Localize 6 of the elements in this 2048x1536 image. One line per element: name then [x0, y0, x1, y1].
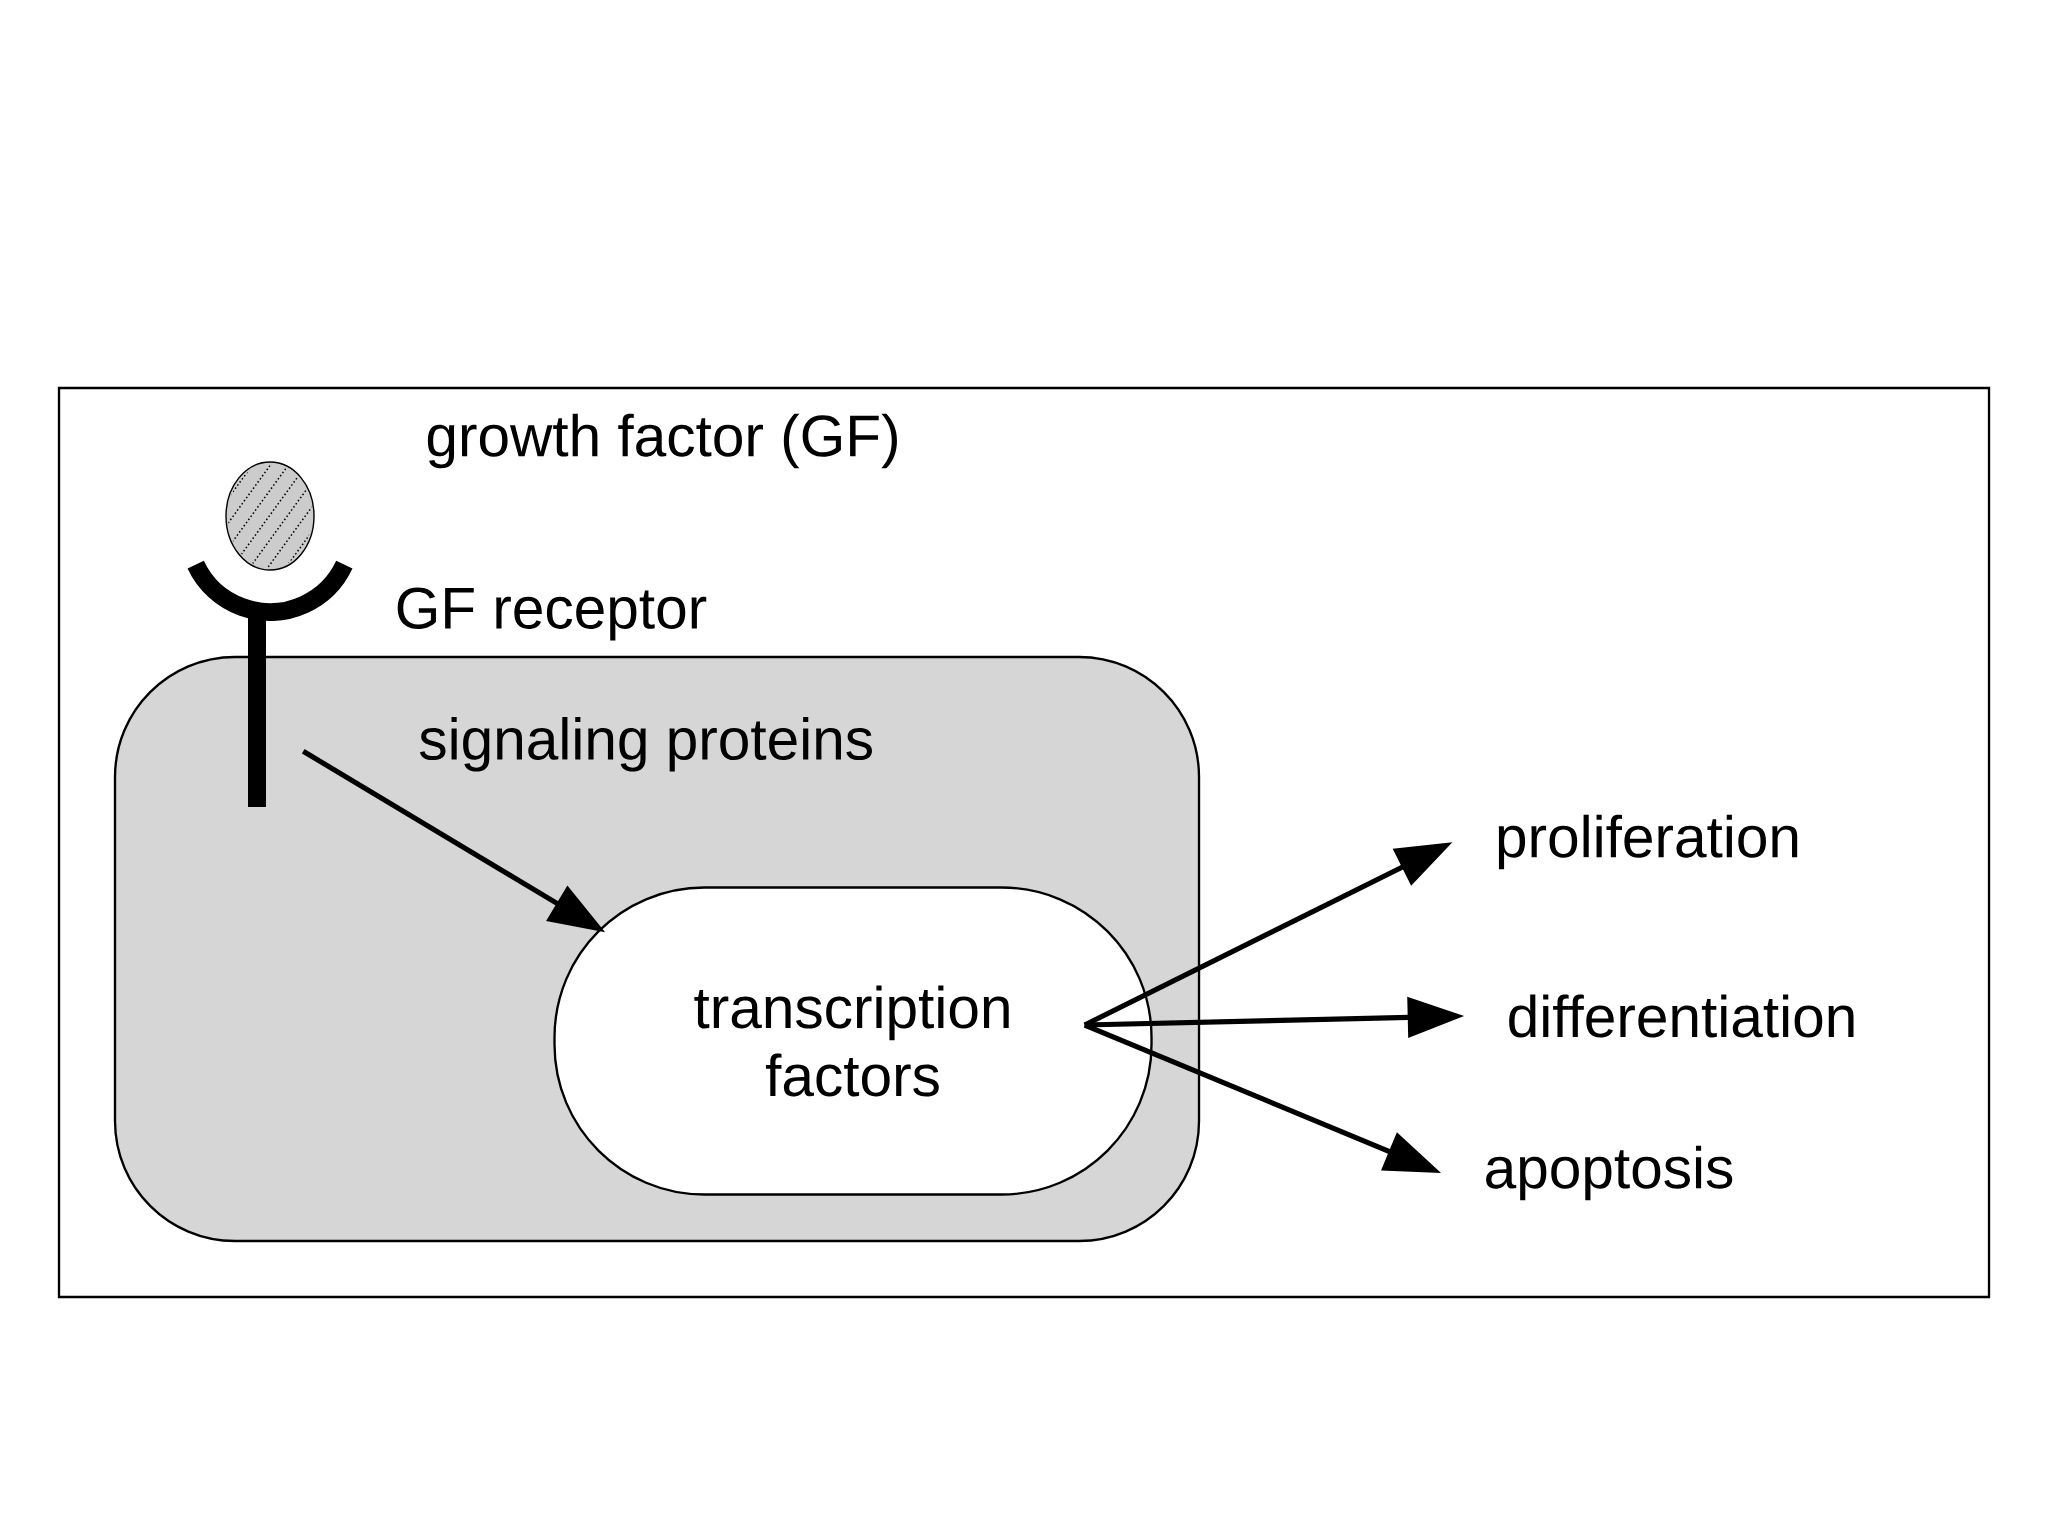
growth-factor-label: growth factor (GF) [427, 413, 897, 469]
outcome-label: proliferation [1498, 814, 1798, 870]
receptor-label: GF receptor [397, 587, 707, 641]
outcome-label: differentiation [1509, 994, 1854, 1038]
receptor-drawing [187, 461, 353, 807]
outcome-label: apoptosis [1486, 1145, 1733, 1201]
